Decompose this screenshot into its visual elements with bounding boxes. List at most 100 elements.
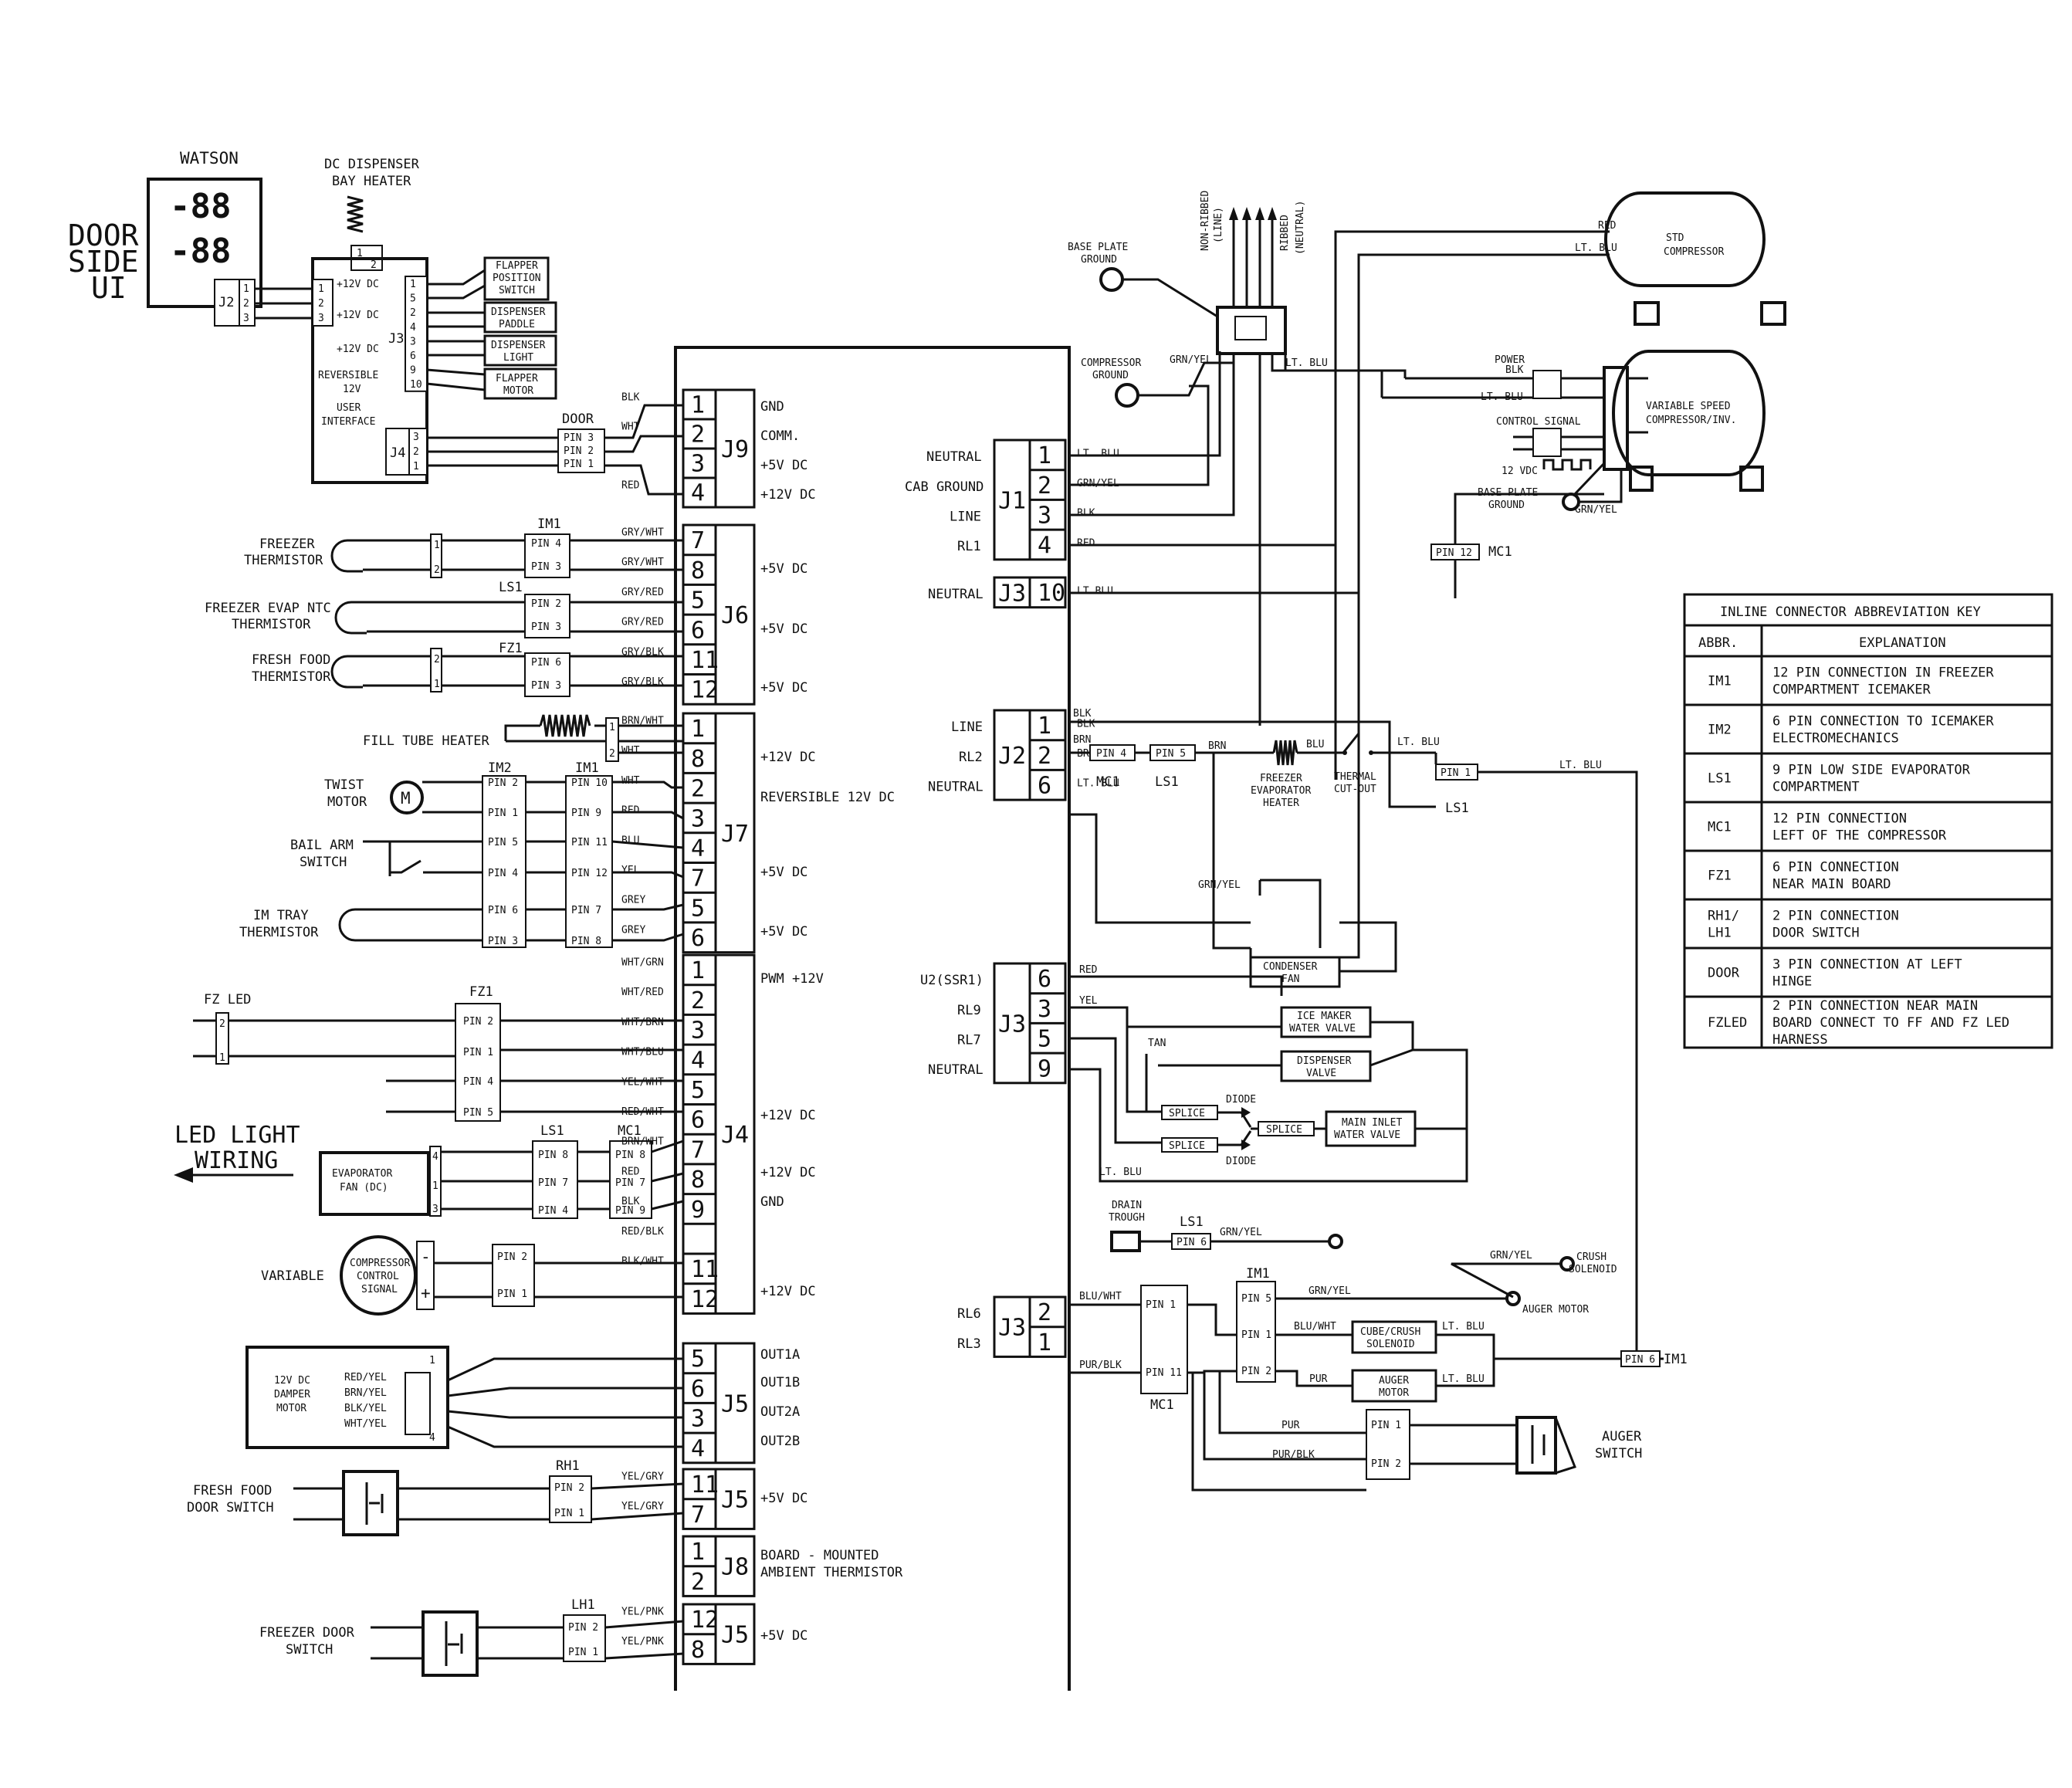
im2-label: IM2: [488, 760, 512, 776]
im1-pin-3: PIN 3: [531, 561, 561, 573]
board-pin-name: RL6: [957, 1306, 981, 1322]
key-abbr: IM2: [1708, 723, 1732, 738]
fz-led-pin-2: 2: [219, 1018, 225, 1030]
ui-j4-pin-2: 2: [413, 446, 419, 458]
wire-color-label: WHT/RED: [621, 987, 664, 998]
compressor-control-2: CONTROL: [357, 1271, 399, 1282]
freezer-thermistor-pin-2: 2: [434, 564, 440, 576]
dispenser-paddle-label-2: PADDLE: [499, 319, 535, 330]
damper-wire-1: RED/YEL: [344, 1372, 387, 1383]
key-explanation: 9 PIN LOW SIDE EVAPORATOR: [1772, 763, 1971, 778]
auger-switch-label-2: SWITCH: [1595, 1446, 1642, 1461]
wire-color-label: GRY/WHT: [621, 557, 664, 568]
damper-label-1: 12V DC: [274, 1375, 310, 1387]
key-abbr: LH1: [1708, 926, 1732, 941]
wire-color-label: BLU: [621, 835, 639, 846]
key-explanation: 12 PIN CONNECTION: [1772, 811, 1907, 827]
key-explanation: COMPARTMENT: [1772, 780, 1860, 795]
im1-box-b: [565, 775, 613, 948]
board-pin-desc: GND: [760, 1194, 784, 1210]
freezer-heater-label-1: FREEZER: [1260, 773, 1302, 784]
board-connector-label: J3: [998, 580, 1026, 607]
wire-color-label: YEL/PNK: [621, 1636, 664, 1647]
brn-label-2: BRN: [1208, 740, 1226, 752]
board-pin-name: RL3: [957, 1336, 981, 1352]
door-pin-1: PIN 1: [564, 459, 594, 470]
flapper-switch-label-1: FLAPPER: [496, 260, 538, 272]
heater-zigzag-icon: [347, 195, 364, 233]
board-pin: 5: [691, 1346, 705, 1373]
board-pin: 1: [1038, 442, 1051, 469]
ui-board-left-pins: [312, 279, 333, 327]
im2-box: [482, 775, 526, 948]
dispenser-light-label-1: DISPENSER: [491, 340, 546, 351]
ui-board-pin-3: 3: [318, 313, 324, 324]
ui-j3-pin: 10: [410, 379, 422, 391]
fresh-food-thermistor: FRESH FOOD THERMISTOR 2 1 FZ1 PIN 6 PIN …: [252, 641, 683, 697]
board-pin-desc: OUT2B: [760, 1434, 800, 1449]
dispenser-heater-label-2: BAY HEATER: [332, 174, 411, 189]
board-pin: 7: [691, 527, 705, 554]
display-digits-2: -88: [170, 232, 231, 271]
im-tray-label-2: THERMISTOR: [239, 925, 319, 940]
im1-label-a: IM1: [537, 516, 561, 532]
board-connector-label: J6: [721, 602, 749, 629]
board-pin-name: RL7: [957, 1032, 981, 1048]
diode-icon-2: [1241, 1140, 1251, 1150]
inline-pin: PIN 7: [571, 905, 601, 916]
key-header-exp: EXPLANATION: [1859, 635, 1946, 651]
key-header-abbr: ABBR.: [1698, 635, 1738, 651]
wire-color-label: BLK: [1077, 718, 1095, 730]
auger-switch-pin1: PIN 1: [1371, 1420, 1401, 1431]
mc1-bottom-pin1: PIN 1: [1146, 1299, 1176, 1311]
key-abbr: MC1: [1708, 820, 1732, 835]
damper-label-2: DAMPER: [274, 1389, 310, 1400]
drain-ls1-label: LS1: [1180, 1214, 1204, 1230]
rh1-label: RH1: [556, 1458, 580, 1474]
ui-j2-pin-1: 1: [243, 283, 249, 295]
lh1-pin-1: PIN 1: [568, 1647, 598, 1658]
wire-color-label: LT.BLU: [1077, 585, 1113, 597]
dispenser-light-label-2: LIGHT: [503, 352, 533, 364]
board-pin-desc: AMBIENT THERMISTOR: [760, 1565, 903, 1580]
ls1-pin1: PIN 1: [1441, 767, 1471, 779]
condenser-fan-box: [1249, 956, 1341, 988]
watson-box: [147, 178, 262, 308]
board-pin: 12: [691, 1286, 719, 1313]
led-arrow-icon: [174, 1167, 193, 1183]
board-pin: 4: [691, 1047, 705, 1074]
im1-grn-yel: GRN/YEL: [1309, 1285, 1351, 1297]
key-explanation: 6 PIN CONNECTION TO ICEMAKER: [1772, 714, 1994, 730]
im1-pin6: PIN 6: [1625, 1354, 1655, 1366]
board-pin-desc: +12V DC: [760, 1108, 816, 1123]
variable-compressor-icon: [1612, 350, 1766, 476]
key-explanation: BOARD CONNECT TO FF AND FZ LED: [1772, 1015, 2009, 1031]
led-light-wiring: LED LIGHT WIRING: [174, 1122, 300, 1183]
motor-symbol: M: [401, 789, 411, 808]
ui-j2-label: J2: [218, 295, 234, 310]
ls1-pin-2: PIN 2: [531, 598, 561, 610]
board-pin-desc: COMM.: [760, 428, 800, 444]
grn-yel-top: GRN/YEL: [1170, 354, 1212, 366]
brn-label-1: BRN: [1073, 734, 1091, 746]
door-conn-label: DOOR: [562, 411, 594, 427]
dispenser-heater-label-1: DC DISPENSER: [324, 157, 420, 172]
ui-j3-pin: 1: [410, 279, 416, 290]
blu-label: BLU: [1306, 739, 1324, 750]
thermal-cutout-icon: [1342, 733, 1382, 754]
ice-maker-valve-box: [1280, 1006, 1372, 1038]
freezer-thermistor-label-2: THERMISTOR: [244, 553, 323, 568]
ui-board-voltage-2: +12V DC: [337, 310, 379, 321]
damper-pin-4: 4: [429, 1432, 435, 1444]
icemaker-group: TWIST MOTOR M BAIL ARM SWITCH IM TRAY TH…: [239, 760, 684, 948]
splice-1: SPLICE: [1169, 1108, 1205, 1119]
wire-color-label: WHT/GRN: [621, 957, 664, 969]
fill-tube-heater-icon: [539, 714, 591, 737]
damper-wire-2: BRN/YEL: [344, 1387, 387, 1399]
base-plate-ground-icon: [1099, 267, 1124, 292]
